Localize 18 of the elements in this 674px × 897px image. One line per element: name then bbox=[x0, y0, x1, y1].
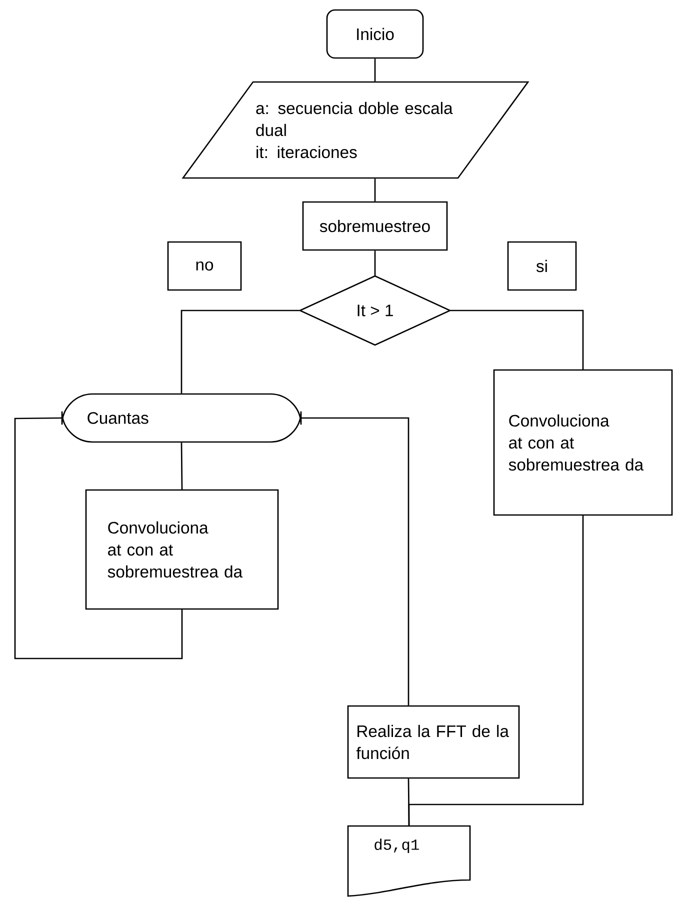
output-document: d5,q1 bbox=[347, 825, 471, 897]
start-terminal: Inicio bbox=[326, 9, 424, 59]
connector-line bbox=[302, 417, 410, 706]
connector-line bbox=[408, 515, 584, 826]
connector-line bbox=[180, 310, 300, 394]
loop-terminal: Cuantas bbox=[61, 393, 302, 443]
connector-line bbox=[14, 417, 183, 660]
connector-line bbox=[374, 58, 376, 82]
branch-label-box: si bbox=[507, 241, 577, 291]
connector-line bbox=[374, 250, 376, 276]
process-box: sobremuestreo bbox=[302, 201, 448, 251]
connector-line bbox=[180, 442, 183, 490]
process-box: Realiza la FFT de la función bbox=[347, 705, 520, 779]
connector-line bbox=[450, 310, 584, 370]
process-box: Convoluciona at con at sobremuestrea da bbox=[85, 489, 279, 610]
process-box: Convoluciona at con at sobremuestrea da bbox=[493, 369, 673, 516]
branch-label-box: no bbox=[167, 241, 242, 291]
connector-line bbox=[374, 178, 376, 202]
